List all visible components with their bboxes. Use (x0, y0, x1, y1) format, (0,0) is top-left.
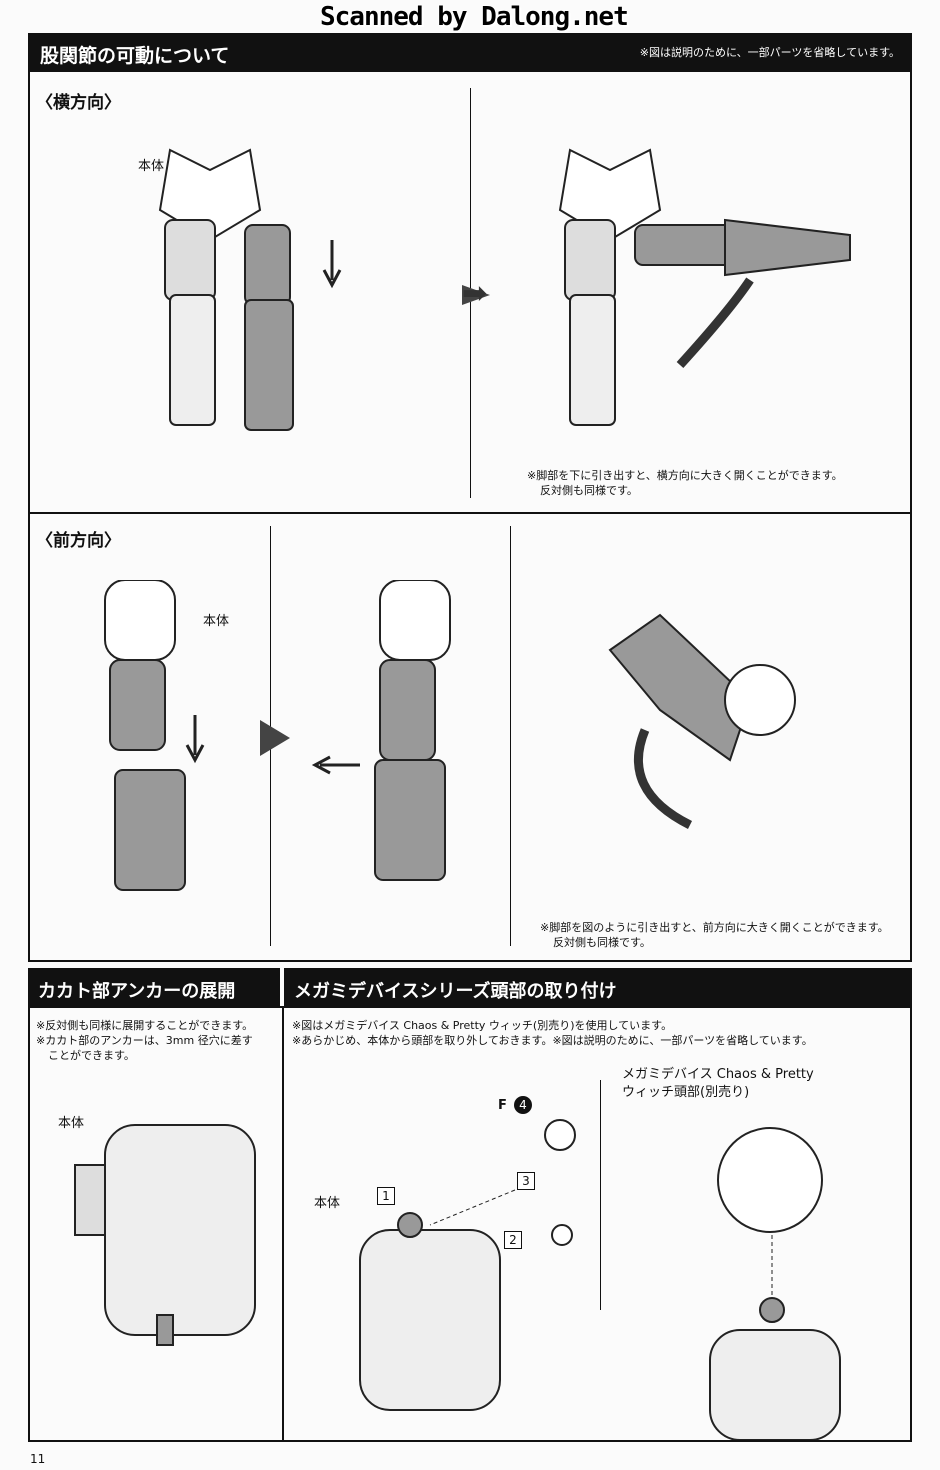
head-removal-illustration (359, 1119, 576, 1411)
anchor-note-line2: ※カカト部のアンカーは、3mm 径穴に差す (36, 1034, 253, 1047)
side-legs-illustration (158, 148, 490, 431)
hip-section-header: 股関節の可動について ※図は説明のために、一部パーツを省略しています。 (28, 33, 912, 71)
divider (282, 1006, 284, 1442)
head-part-label-line2: ウィッチ頭部(別売り) (622, 1085, 750, 1100)
anchor-note-line1: ※反対側も同様に展開することができます。 (36, 1019, 254, 1032)
anchor-section-header: カカト部アンカーの展開 (28, 968, 280, 1008)
head-section-title: メガミデバイスシリーズ頭部の取り付け (294, 981, 617, 1002)
hip-header-note: ※図は説明のために、一部パーツを省略しています。 (639, 46, 900, 59)
side-note: ※脚部を下に引き出すと、横方向に大きく開くことができます。 反対側も同様です。 (527, 468, 843, 498)
head-note: ※図はメガミデバイス Chaos & Pretty ウィッチ(別売り)を使用して… (292, 1018, 813, 1048)
front-note: ※脚部を図のように引き出すと、前方向に大きく開くことができます。 反対側も同様で… (540, 920, 889, 950)
bottom-panel (28, 1006, 912, 1442)
head-part-label-line1: メガミデバイス Chaos & Pretty (622, 1067, 814, 1082)
hip-section-title: 股関節の可動について (40, 45, 230, 67)
side-note-line2: 反対側も同様です。 (540, 484, 638, 497)
body-label: 本体 (138, 159, 165, 174)
part-label: F (498, 1098, 507, 1113)
page-number: 11 (30, 1452, 46, 1466)
anchor-illustration (74, 1124, 256, 1346)
step-2: 2 (504, 1231, 522, 1249)
anchor-section-title: カカト部アンカーの展開 (38, 981, 236, 1002)
side-legs-opened-illustration (558, 148, 851, 426)
front-legs-illustration (104, 580, 451, 891)
part-number-badge: 4 (514, 1096, 532, 1114)
head-section-header: メガミデバイスシリーズ頭部の取り付け (284, 968, 912, 1008)
step-3: 3 (517, 1172, 535, 1190)
anchor-note-line3: ことができます。 (48, 1049, 135, 1062)
anchor-note: ※反対側も同様に展開することができます。 ※カカト部のアンカーは、3mm 径穴に… (36, 1018, 253, 1063)
front-legs-opened-illustration (608, 613, 796, 830)
head-attach-illustration (709, 1127, 841, 1440)
body-label: 本体 (203, 614, 230, 629)
divider (510, 526, 511, 946)
front-direction-label: 〈前方向〉 (36, 531, 121, 551)
divider (600, 1080, 601, 1310)
body-label: 本体 (314, 1196, 341, 1211)
side-note-line1: ※脚部を下に引き出すと、横方向に大きく開くことができます。 (527, 469, 843, 482)
front-note-line1: ※脚部を図のように引き出すと、前方向に大きく開くことができます。 (540, 921, 889, 934)
front-direction-panel (28, 512, 912, 962)
body-label: 本体 (58, 1116, 85, 1131)
head-part-label: メガミデバイス Chaos & Pretty ウィッチ頭部(別売り) (622, 1066, 814, 1102)
step-1: 1 (377, 1187, 395, 1205)
head-note-line2: ※あらかじめ、本体から頭部を取り外しておきます。※図は説明のために、一部パーツを… (292, 1034, 813, 1047)
head-note-line1: ※図はメガミデバイス Chaos & Pretty ウィッチ(別売り)を使用して… (292, 1019, 673, 1032)
watermark: Scanned by Dalong.net (320, 2, 629, 32)
side-direction-label: 〈横方向〉 (36, 93, 121, 113)
front-note-line2: 反対側も同様です。 (553, 936, 651, 949)
right-arrow-icon: ➡ (462, 276, 488, 311)
